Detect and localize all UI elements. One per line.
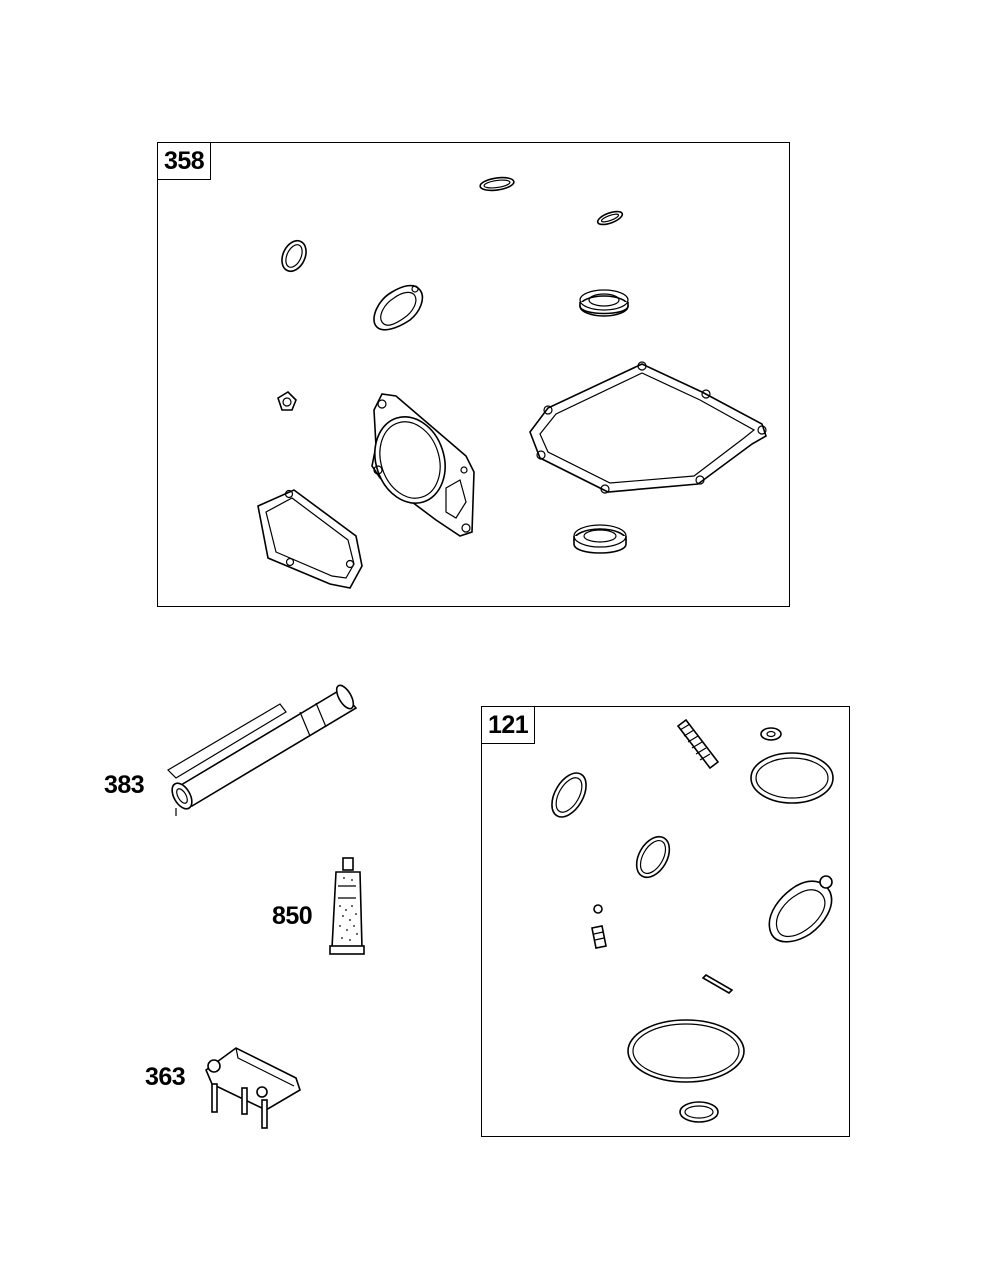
part-850-sealant-tube: [329, 857, 365, 955]
kit-358-tiny-ring: [596, 210, 624, 226]
part-383-label: 383: [104, 771, 145, 799]
kit-121-bowl-gasket: [768, 875, 833, 943]
kit-358-crankcase-gasket: [529, 361, 767, 494]
kit-358-plug: [277, 390, 297, 411]
part-363-label: 363: [145, 1063, 186, 1091]
kit-358-cover-gasket: [257, 489, 363, 589]
kit-121-washer: [760, 727, 782, 741]
kit-121-ring-middle: [635, 835, 671, 879]
kit-358-oil-seal-upper: [579, 289, 629, 317]
kit-358-label: 358: [158, 143, 212, 180]
kit-358-small-ring-top: [479, 176, 515, 192]
part-363-bracket: [205, 1047, 301, 1129]
kit-121-needle: [591, 904, 607, 949]
kit-121-spring: [676, 718, 720, 770]
kit-121-small-ring-bottom: [679, 1101, 719, 1123]
kit-358-oring-left: [281, 239, 307, 273]
kit-121-label: 121: [482, 707, 536, 744]
kit-358-oil-seal-lower: [573, 524, 627, 554]
kit-121-large-oring: [627, 1019, 745, 1083]
part-383-tube: [167, 684, 358, 816]
part-850-label: 850: [272, 902, 313, 930]
kit-358-small-gasket: [373, 284, 424, 331]
kit-121-box: 121: [481, 706, 850, 1137]
kit-358-head-gasket: [371, 393, 475, 537]
kit-121-pin: [701, 974, 734, 994]
kit-358-box: 358: [157, 142, 790, 607]
kit-121-large-oval-ring: [750, 752, 834, 804]
kit-121-ring-left: [551, 772, 587, 818]
